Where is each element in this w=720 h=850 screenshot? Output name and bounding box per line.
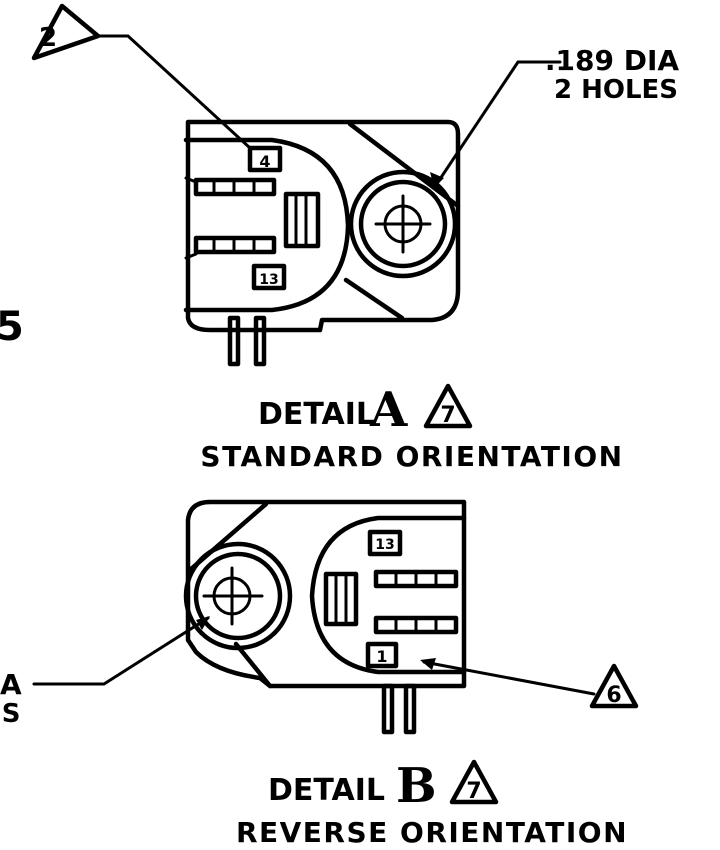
detail-a-caption: STANDARD ORIENTATION — [200, 440, 623, 473]
note-flag-7a-triangle — [423, 383, 473, 429]
callout-b-holes-fragment: ES — [0, 699, 21, 729]
detail-a-facet-top — [347, 121, 461, 209]
detail-a-lead-1 — [227, 315, 241, 367]
detail-b-mounting-hole-inner — [193, 551, 283, 641]
detail-a-pin-label-bottom: 13 — [259, 272, 278, 288]
detail-b-pin-label-top: 13 — [375, 537, 394, 553]
detail-b-pin-label-bottom: 1 — [376, 647, 387, 666]
detail-a-letter: A — [369, 382, 408, 438]
callout-a-holes: 2 HOLES — [554, 75, 678, 105]
callout-a-diameter: .189 DIA — [545, 44, 679, 77]
detail-b-caption: REVERSE ORIENTATION — [236, 816, 628, 849]
leader-dia-b-arrowhead — [196, 616, 210, 630]
detail-a-facet-bottom — [343, 277, 405, 321]
leader-dia-a-arrowhead — [430, 172, 444, 188]
detail-b-pin-row-top — [373, 569, 459, 589]
left-edge-fragment: 5 — [0, 304, 24, 350]
leader-flag-6-arrowhead — [420, 658, 436, 670]
detail-a-pin-row-top — [184, 176, 277, 197]
detail-a-pin-box-bottom — [251, 263, 287, 291]
detail-a-pin-row-bottom — [184, 235, 277, 260]
detail-b-letter: B — [396, 758, 437, 814]
detail-b-pin-box-bottom — [365, 641, 399, 669]
detail-a-body-outline — [185, 119, 461, 333]
leader-dia-a — [432, 60, 562, 190]
note-flag-7b-triangle — [449, 759, 499, 805]
leader-dia-b — [32, 616, 210, 686]
detail-a-lead-2 — [253, 315, 267, 367]
detail-b-inner-boundary — [309, 515, 467, 675]
leader-flag-6 — [422, 660, 596, 696]
detail-a-center-block — [283, 191, 321, 249]
detail-b-mounting-hole-outer — [183, 541, 293, 651]
leader-flag-2 — [96, 34, 252, 150]
detail-b-pin-box-top — [367, 529, 403, 557]
detail-b-part: 13 1 6 A ES — [0, 499, 639, 735]
detail-b-pin-row-bottom — [373, 615, 459, 635]
detail-a-mounting-hole-outer — [348, 169, 458, 279]
detail-b-facet-bottom — [233, 641, 273, 689]
note-flag-2-text: 2 — [39, 23, 57, 53]
note-flag-7b-text: 7 — [466, 779, 481, 804]
detail-b-lead-1 — [381, 683, 395, 735]
callout-b-diameter-fragment: A — [0, 668, 22, 701]
detail-b-caption-block: DETAIL B 7 REVERSE ORIENTATION — [236, 758, 628, 849]
detail-a-mounting-hole-inner — [358, 179, 448, 269]
detail-a-caption-block: DETAIL A 7 STANDARD ORIENTATION — [200, 382, 623, 473]
detail-a-pin-label-top: 4 — [259, 152, 270, 171]
note-flag-6-triangle — [589, 663, 639, 709]
detail-a-word: DETAIL — [258, 397, 375, 432]
detail-a-part: 2 — [31, 3, 679, 367]
note-flag-6-text: 6 — [606, 683, 621, 708]
detail-b-word: DETAIL — [268, 773, 385, 808]
note-flag-7a-text: 7 — [440, 403, 455, 428]
detail-b-lead-2 — [403, 683, 417, 735]
detail-a-pin-box-top — [247, 145, 283, 173]
detail-b-center-block — [323, 571, 359, 627]
detail-a-inner-boundary — [183, 137, 351, 313]
note-flag-2-triangle — [31, 3, 101, 61]
